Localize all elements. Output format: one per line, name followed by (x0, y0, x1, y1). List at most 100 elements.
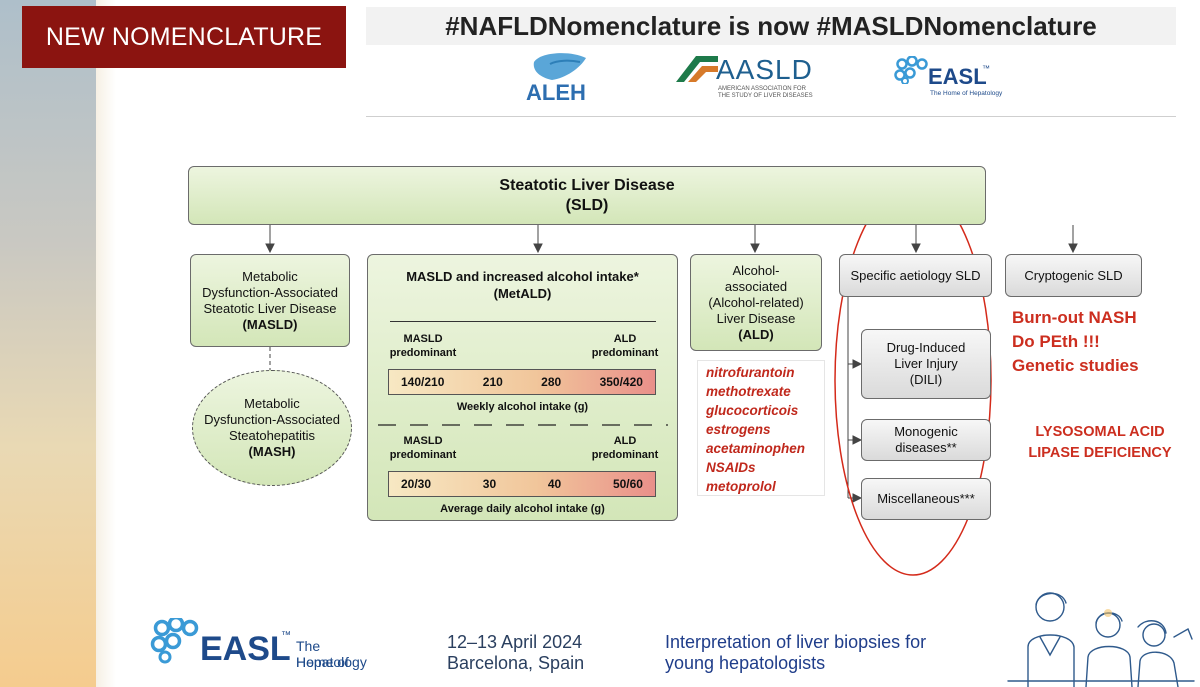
daily-value: 40 (547, 477, 562, 491)
drug-item: estrogens (706, 422, 771, 437)
daily-value: 50/60 (612, 477, 643, 491)
footer-event-block: Interpretation of liver biopsies for you… (665, 632, 926, 674)
ald-line4: Liver Disease (716, 310, 796, 326)
mash-line1: Metabolic (244, 396, 300, 411)
daily-right-label2: predominant (591, 449, 659, 461)
ald-box: Alcohol- associated (Alcohol-related) Li… (690, 254, 822, 351)
sld-title: Steatotic Liver Disease (499, 176, 675, 194)
drug-item: acetaminophen (706, 441, 806, 456)
masld-line2: Dysfunction-Associated (202, 284, 338, 300)
easl-footer-sub2: Hepatology (296, 654, 367, 670)
weekly-right-label1: ALD (613, 333, 637, 345)
weekly-value: 350/420 (599, 375, 643, 389)
masld-line3: Steatotic Liver Disease (203, 300, 337, 316)
burnout-note: Burn-out NASH Do PEth !!! Genetic studie… (1012, 306, 1182, 378)
easl-header-text: EASL (928, 64, 987, 89)
masld-box: Metabolic Dysfunction-Associated Steatot… (190, 254, 350, 347)
sld-box: Steatotic Liver Disease (SLD) (188, 166, 986, 225)
monogenic-line1: Monogenic (894, 424, 958, 439)
metald-abbrev: (MetALD) (493, 286, 552, 301)
drug-item: metoprolol (706, 479, 776, 494)
aleh-logo: ALEH (520, 52, 600, 105)
lysosomal-note-line1: LYSOSOMAL ACID (1035, 424, 1165, 440)
footer-event-line2: young hepatologists (665, 653, 826, 673)
weekly-intake-bar: 140/210 210 280 350/420 (388, 369, 656, 395)
dili-box: Drug-Induced Liver Injury (DILI) (861, 329, 991, 399)
easl-molecule-icon (894, 56, 928, 84)
weekly-value: 210 (482, 375, 503, 389)
aasld-logo-sub2: THE STUDY OF LIVER DISEASES (718, 93, 813, 99)
side-gradient (0, 0, 96, 687)
mash-line2: Dysfunction-Associated (204, 412, 340, 427)
monogenic-box: Monogenic diseases** (861, 419, 991, 461)
metald-divider (390, 321, 656, 322)
specific-aetiology-label: Specific aetiology SLD (850, 267, 981, 283)
ald-line2: associated (724, 278, 788, 294)
footer-place: Barcelona, Spain (447, 653, 585, 673)
cryptogenic-box: Cryptogenic SLD (1005, 254, 1142, 297)
weekly-value: 140/210 (401, 375, 445, 389)
daily-value: 30 (482, 477, 497, 491)
easl-footer-tm: ™ (281, 630, 291, 641)
easl-header-tm: ™ (982, 64, 990, 73)
aasld-logo-text: AASLD (716, 54, 813, 85)
easl-header-sub: The Home of Hepatology (930, 90, 1003, 97)
drug-item: NSAIDs (706, 460, 756, 475)
monogenic-line2: diseases** (895, 440, 957, 455)
dili-abbrev: (DILI) (909, 372, 943, 387)
footer-date: 12–13 April 2024 (447, 632, 583, 652)
mash-abbrev: (MASH) (248, 444, 296, 459)
metald-box: MASLD and increased alcohol intake* (Met… (367, 254, 678, 521)
masld-line1: Metabolic (242, 268, 298, 284)
footer-event-line1: Interpretation of liver biopsies for (665, 632, 927, 652)
daily-value: 20/30 (401, 477, 432, 491)
burnout-note-line3: Genetic studies (1012, 356, 1139, 375)
dashed-separator (378, 424, 668, 426)
aleh-logo-text: ALEH (526, 80, 586, 105)
easl-footer-logo: EASL ™ The Home of Hepatology (150, 616, 367, 672)
weekly-left-label2: predominant (389, 347, 457, 359)
ald-line3: (Alcohol-related) (708, 294, 804, 310)
ald-abbrev: (ALD) (738, 326, 774, 342)
drug-list: nitrofurantoin methotrexate glucocortico… (697, 360, 825, 496)
metald-title: MASLD and increased alcohol intake* (406, 269, 639, 284)
mash-ellipse: Metabolic Dysfunction-Associated Steatoh… (192, 370, 352, 486)
page-title: NEW NOMENCLATURE (22, 6, 346, 68)
specific-aetiology-box: Specific aetiology SLD (839, 254, 992, 297)
burnout-note-line1: Burn-out NASH (1012, 308, 1137, 327)
drug-item: nitrofurantoin (706, 365, 795, 380)
dili-line1: Drug-Induced (886, 340, 966, 355)
weekly-left-label1: MASLD (403, 333, 443, 345)
side-gradient-fade (96, 0, 116, 687)
liver-icon (533, 53, 586, 80)
daily-caption: Average daily alcohol intake (g) (440, 503, 605, 515)
daily-left-label2: predominant (389, 449, 457, 461)
miscellaneous-box: Miscellaneous*** (861, 478, 991, 520)
masld-abbrev: (MASLD) (242, 316, 298, 332)
easl-header-logo: EASL ™ The Home of Hepatology (894, 54, 1004, 104)
header-divider (366, 116, 1176, 117)
dili-line2: Liver Injury (894, 356, 958, 371)
ald-line1: Alcohol- (732, 262, 780, 278)
easl-footer-molecule-icon (150, 618, 199, 664)
easl-footer-sub1: The Home of (296, 638, 349, 670)
daily-left-label: MASLD predominant (378, 434, 468, 462)
hepatologists-illustration (1007, 592, 1195, 687)
aasld-logo-sub1: AMERICAN ASSOCIATION FOR (718, 86, 806, 92)
weekly-left-label: MASLD predominant (378, 332, 468, 360)
easl-footer-text: EASL (200, 630, 291, 668)
weekly-right-label: ALD predominant (580, 332, 670, 360)
drug-item: glucocorticois (706, 403, 799, 418)
drug-item: methotrexate (706, 384, 791, 399)
weekly-right-label2: predominant (591, 347, 659, 359)
daily-right-label: ALD predominant (580, 434, 670, 462)
lysosomal-note: LYSOSOMAL ACID LIPASE DEFICIENCY (1005, 422, 1195, 464)
cryptogenic-label: Cryptogenic SLD (1024, 267, 1123, 283)
mash-line3: Steatohepatitis (228, 428, 315, 443)
daily-intake-bar: 20/30 30 40 50/60 (388, 471, 656, 497)
aasld-shape-icon (676, 56, 718, 82)
weekly-caption: Weekly alcohol intake (g) (456, 401, 589, 413)
miscellaneous-label: Miscellaneous*** (877, 491, 975, 506)
sld-abbrev: (SLD) (565, 196, 609, 214)
weekly-value: 280 (541, 375, 562, 389)
